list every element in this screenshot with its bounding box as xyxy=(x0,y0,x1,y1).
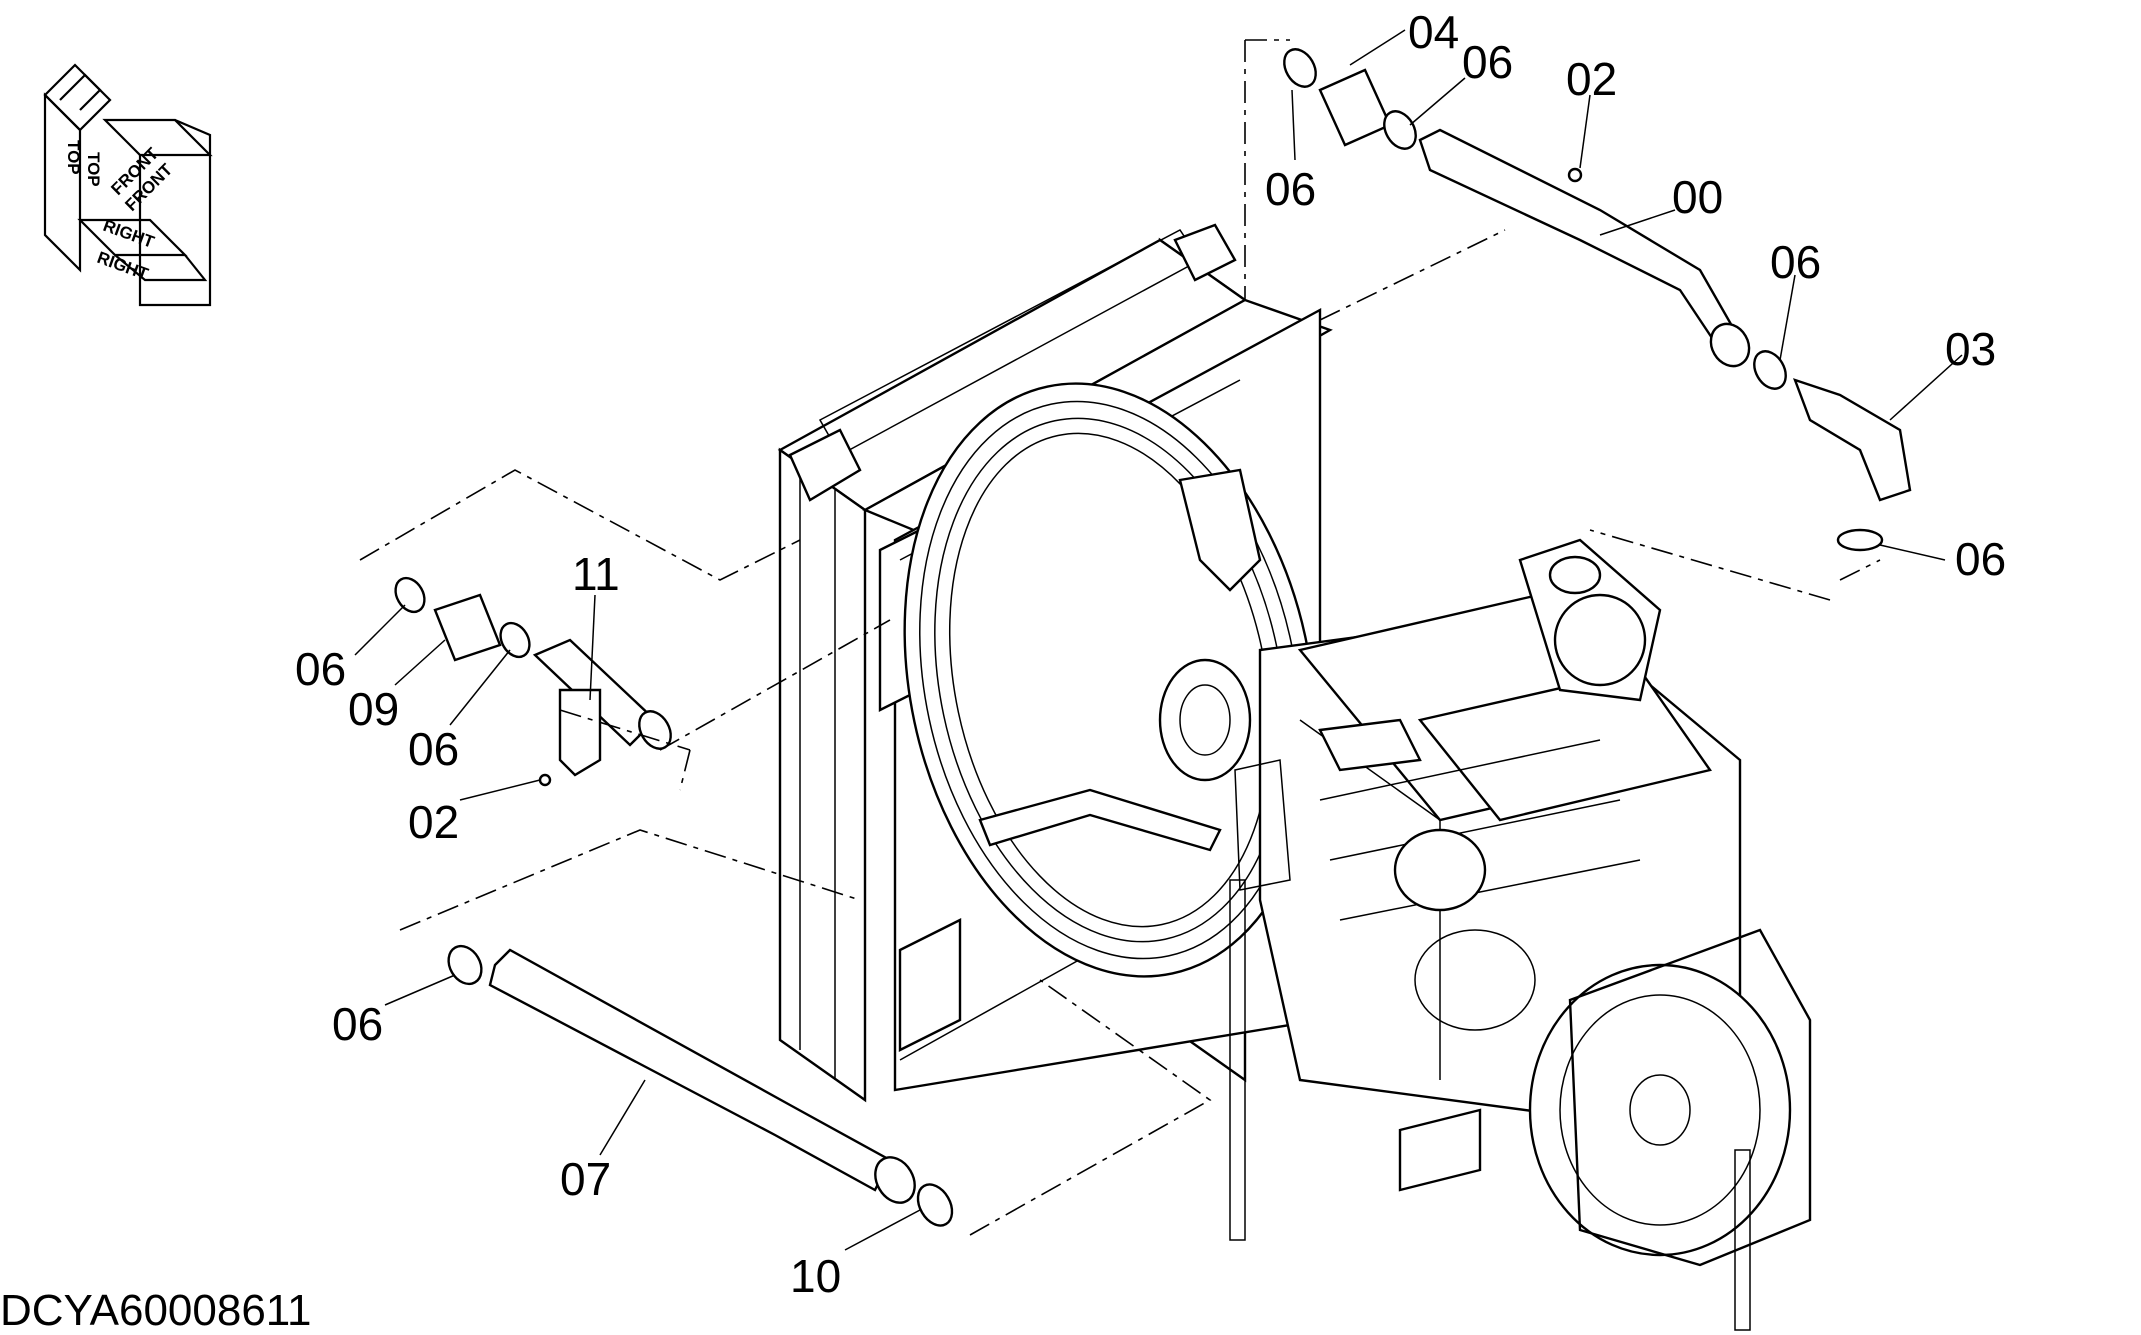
callout-06-left-lower: 06 xyxy=(332,998,383,1050)
callout-00: 00 xyxy=(1672,171,1723,223)
orientation-right-label: RIGHT xyxy=(101,216,158,252)
callout-11: 11 xyxy=(572,548,620,600)
drawing-code: DCYA60008611 xyxy=(0,1286,311,1335)
orientation-indicator: TOP TOP FRONT FRONT RIGHT RIGHT xyxy=(43,63,213,307)
middle-hose-group xyxy=(394,576,672,787)
callout-04: 04 xyxy=(1408,6,1459,58)
callout-07: 07 xyxy=(560,1153,611,1205)
engine-block xyxy=(1229,538,1812,1331)
callout-06-far-right: 06 xyxy=(1955,533,2006,585)
callout-labels: 04 06 02 06 00 06 03 06 11 06 09 06 02 0… xyxy=(295,6,2006,1302)
callout-03: 03 xyxy=(1945,323,1996,375)
assembly-dash-lines xyxy=(359,39,1881,1236)
orientation-right-label-2: RIGHT xyxy=(95,248,152,284)
callout-09: 09 xyxy=(348,683,399,735)
callout-02-left: 02 xyxy=(408,796,459,848)
callout-10: 10 xyxy=(790,1250,841,1302)
callout-02-top: 02 xyxy=(1566,53,1617,105)
leader-lines xyxy=(354,29,1963,1251)
callout-06-left-upper: 06 xyxy=(295,643,346,695)
callout-06-left-mid: 06 xyxy=(408,723,459,775)
callout-06-top-left: 06 xyxy=(1265,163,1316,215)
callout-06-top-right-of-04: 06 xyxy=(1462,36,1513,88)
orientation-top-label: TOP xyxy=(64,140,83,175)
callout-06-right: 06 xyxy=(1770,236,1821,288)
fan-shroud xyxy=(903,382,1317,978)
upper-hose-group xyxy=(1283,48,1912,552)
lower-hose-group xyxy=(447,944,954,1227)
orientation-top-label-2: TOP xyxy=(84,152,103,187)
